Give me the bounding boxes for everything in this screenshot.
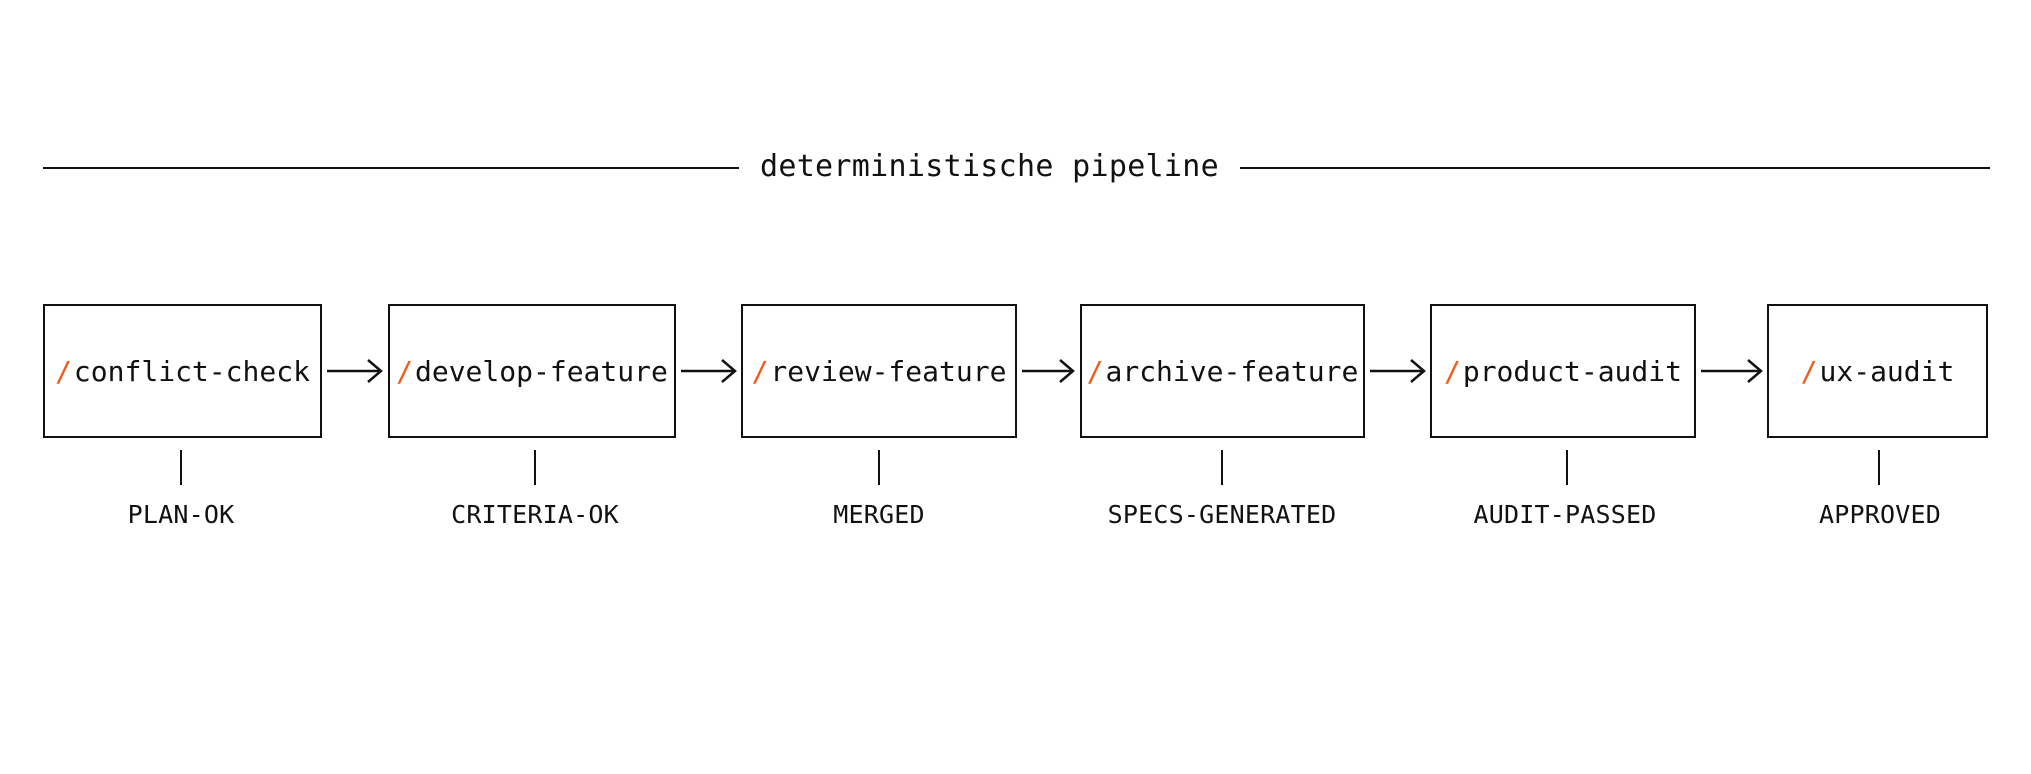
stage-status-develop-feature: CRITERIA-OK xyxy=(451,500,619,529)
command-slash: / xyxy=(1800,354,1818,388)
stage-box-conflict-check: /conflict-check xyxy=(43,304,322,438)
stage-box-ux-audit: /ux-audit xyxy=(1767,304,1988,438)
command-slash: / xyxy=(55,354,72,388)
command-slash: / xyxy=(1086,354,1104,388)
diagram-title: deterministische pipeline xyxy=(759,149,1220,184)
status-connector xyxy=(1221,450,1223,485)
command-slash: / xyxy=(396,354,413,388)
stage-box-review-feature: /review-feature xyxy=(741,304,1017,438)
stage-box-develop-feature: /develop-feature xyxy=(388,304,676,438)
title-rule-left xyxy=(43,167,739,169)
right-arrow-icon xyxy=(1701,359,1763,383)
title-rule-right xyxy=(1240,167,1990,169)
status-connector xyxy=(180,450,182,485)
stage-name: conflict-check xyxy=(73,354,310,388)
status-connector xyxy=(878,450,880,485)
stage-status-review-feature: MERGED xyxy=(833,500,925,529)
right-arrow-icon xyxy=(681,359,737,383)
command-slash: / xyxy=(751,354,769,388)
stage-name: develop-feature xyxy=(414,354,668,388)
right-arrow-icon xyxy=(327,359,383,383)
stage-name: product-audit xyxy=(1462,354,1682,388)
stage-status-ux-audit: APPROVED xyxy=(1818,500,1941,529)
stage-name: archive-feature xyxy=(1105,354,1359,388)
right-arrow-icon xyxy=(1022,359,1075,383)
status-connector xyxy=(1878,450,1880,485)
status-connector xyxy=(534,450,536,485)
stage-status-archive-feature: SPECS-GENERATED xyxy=(1107,500,1337,529)
stage-status-conflict-check: PLAN-OK xyxy=(127,500,235,529)
stage-box-archive-feature: /archive-feature xyxy=(1080,304,1365,438)
command-slash: / xyxy=(1443,354,1461,388)
stage-box-product-audit: /product-audit xyxy=(1430,304,1696,438)
stage-name: ux-audit xyxy=(1819,354,1955,388)
right-arrow-icon xyxy=(1370,359,1426,383)
status-connector xyxy=(1566,450,1568,485)
stage-status-product-audit: AUDIT-PASSED xyxy=(1473,500,1657,529)
stage-name: review-feature xyxy=(770,354,1007,388)
